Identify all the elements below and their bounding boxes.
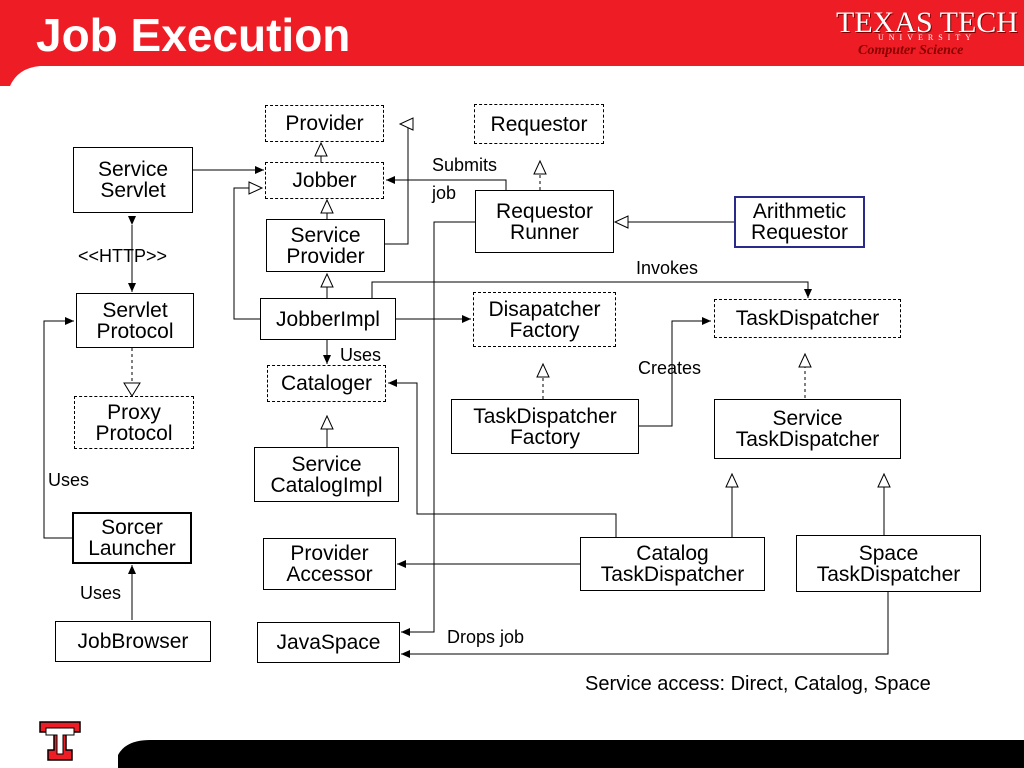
- provider-box: Provider: [265, 105, 384, 142]
- dispatcher-factory-box: Disapatcher Factory: [473, 292, 616, 347]
- creates-label: Creates: [638, 358, 702, 378]
- cataloger-box: Cataloger: [267, 365, 386, 402]
- servlet-protocol-box: Servlet Protocol: [76, 293, 194, 348]
- requestor-box: Requestor: [474, 104, 604, 144]
- university-logo-subtext: UNIVERSITY: [878, 33, 976, 42]
- service-servlet-box: Service Servlet: [73, 147, 193, 213]
- arithmetic-requestor-box: Arithmetic Requestor: [734, 196, 865, 248]
- sorcer-launcher-box: Sorcer Launcher: [72, 512, 192, 564]
- uses-launcher-label: Uses: [48, 470, 90, 490]
- invokes-label: Invokes: [636, 258, 699, 278]
- uses-jobberimpl-label: Uses: [340, 345, 382, 365]
- service-access-note: Service access: Direct, Catalog, Space: [585, 673, 931, 695]
- submits-label: Submits: [432, 155, 498, 175]
- job-label: job: [432, 183, 457, 203]
- catalog-taskdispatcher-box: Catalog TaskDispatcher: [580, 537, 765, 591]
- requestor-runner-box: Requestor Runner: [475, 190, 614, 253]
- university-logo-text: TEXAS TECH: [836, 6, 1018, 39]
- service-taskdispatcher-box: Service TaskDispatcher: [714, 399, 901, 459]
- double-t-logo-icon: [39, 721, 81, 761]
- http-label: <<HTTP>>: [78, 246, 168, 266]
- slide-title: Job Execution: [36, 9, 351, 61]
- footer-band: [118, 740, 1024, 768]
- department-name: Computer Science: [858, 43, 964, 58]
- uses-jobbrowser-label: Uses: [80, 583, 122, 603]
- space-taskdispatcher-box: Space TaskDispatcher: [796, 535, 981, 592]
- service-provider-box: Service Provider: [266, 219, 385, 272]
- header-band: [0, 0, 1024, 86]
- provider-accessor-box: Provider Accessor: [263, 538, 396, 590]
- javaspace-box: JavaSpace: [257, 622, 400, 663]
- taskdispatcher-factory-box: TaskDispatcher Factory: [451, 399, 639, 454]
- taskdispatcher-box: TaskDispatcher: [714, 299, 901, 338]
- drops-job-label: Drops job: [447, 627, 525, 647]
- proxy-protocol-box: Proxy Protocol: [74, 396, 194, 449]
- jobber-box: Jobber: [265, 162, 384, 199]
- jobberimpl-box: JobberImpl: [260, 298, 396, 340]
- jobbrowser-box: JobBrowser: [55, 621, 211, 662]
- service-catalogimpl-box: Service CatalogImpl: [254, 447, 399, 502]
